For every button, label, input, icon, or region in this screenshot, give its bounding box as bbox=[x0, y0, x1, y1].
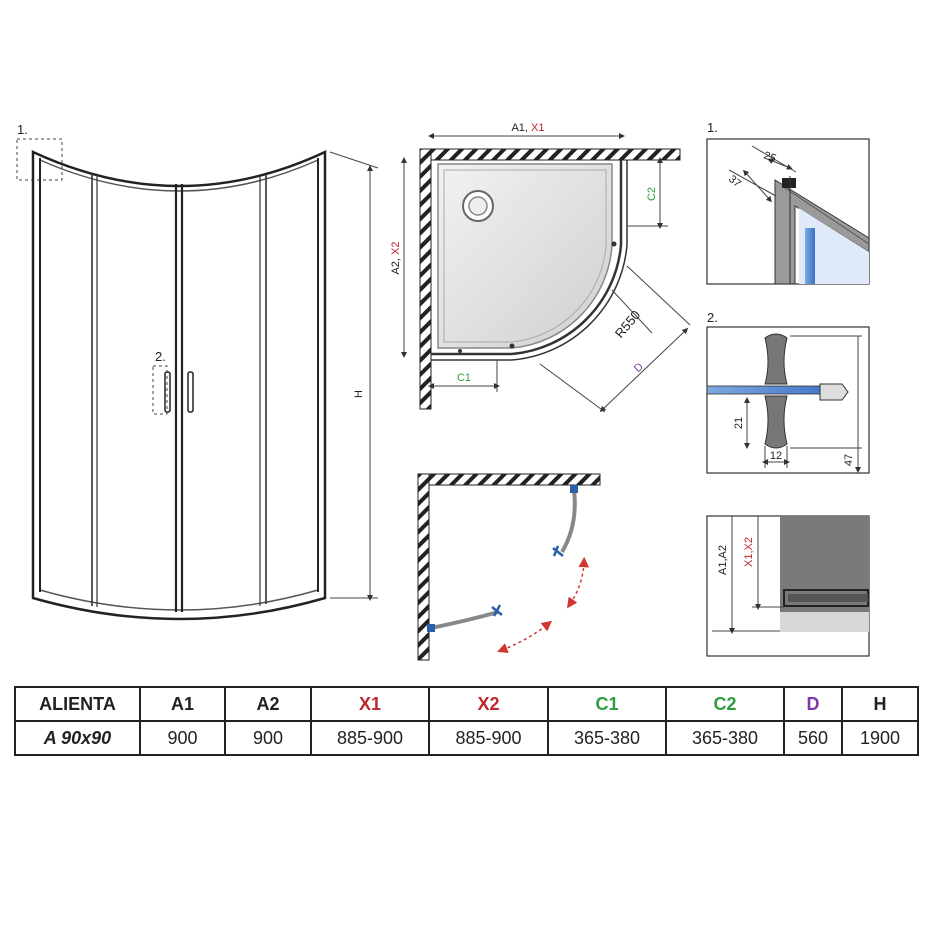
wall-top bbox=[419, 148, 681, 161]
detail-2-dim-c: 47 bbox=[843, 454, 855, 466]
detail-1: 1. 25 37 bbox=[706, 120, 870, 285]
cell-a2: 900 bbox=[224, 720, 312, 756]
cell-x1: 885-900 bbox=[310, 720, 430, 756]
c1-label: C1 bbox=[457, 372, 471, 384]
plan-wall-top bbox=[417, 473, 601, 486]
spec-table: ALIENTA A1 A2 X1 X2 C1 C2 D H A 90x90 90… bbox=[14, 686, 919, 756]
header-c2: C2 bbox=[665, 686, 785, 722]
height-label: H bbox=[353, 390, 365, 398]
plan-wall-left bbox=[417, 473, 430, 661]
technical-drawing: 1. 2. H bbox=[16, 120, 870, 661]
top-width-label: A1, X1 bbox=[511, 122, 544, 134]
header-h: H bbox=[841, 686, 919, 722]
detail-3-a-label: A1,A2 bbox=[717, 545, 729, 575]
header-x1: X1 bbox=[310, 686, 430, 722]
detail-2-dim-a: 21 bbox=[733, 417, 745, 429]
cell-a1: 900 bbox=[139, 720, 226, 756]
front-view: 1. 2. H bbox=[16, 122, 379, 621]
cell-d: 560 bbox=[783, 720, 843, 756]
cell-model: A 90x90 bbox=[14, 720, 141, 756]
table-row: A 90x90 900 900 885-900 885-900 365-380 … bbox=[14, 720, 919, 756]
header-a2: A2 bbox=[224, 686, 312, 722]
header-d: D bbox=[783, 686, 843, 722]
table-header-row: ALIENTA A1 A2 X1 X2 C1 C2 D H bbox=[14, 686, 919, 722]
detail-2-dim-b: 12 bbox=[770, 450, 782, 462]
detail-2-title: 2. bbox=[707, 310, 718, 325]
side-depth-label: A2, X2 bbox=[390, 241, 402, 274]
detail-1-dim-a: 25 bbox=[762, 150, 778, 165]
c2-label: C2 bbox=[646, 187, 658, 201]
detail-3: A1,A2 X1,X2 bbox=[706, 515, 870, 657]
detail-2: 2. 21 12 47 bbox=[706, 310, 870, 474]
detail-2-marker-label: 2. bbox=[155, 349, 166, 364]
opening-plan bbox=[417, 473, 601, 661]
cell-h: 1900 bbox=[841, 720, 919, 756]
detail-3-x-label: X1,X2 bbox=[743, 537, 755, 567]
detail-1-marker-label: 1. bbox=[17, 122, 28, 137]
cell-c2: 365-380 bbox=[665, 720, 785, 756]
cabin-outline bbox=[31, 150, 327, 621]
header-a1: A1 bbox=[139, 686, 226, 722]
diagonal-label: D bbox=[632, 361, 646, 375]
cell-x2: 885-900 bbox=[428, 720, 549, 756]
wall-left bbox=[419, 148, 432, 410]
radius-label: R550 bbox=[612, 307, 643, 340]
header-model: ALIENTA bbox=[14, 686, 141, 722]
header-x2: X2 bbox=[428, 686, 549, 722]
door-handle-right bbox=[187, 371, 194, 413]
top-view: A1, X1 A2, X2 C2 C1 R550 D bbox=[390, 122, 691, 413]
detail-2-marker-box bbox=[152, 365, 168, 415]
cell-c1: 365-380 bbox=[547, 720, 667, 756]
detail-1-title: 1. bbox=[707, 120, 718, 135]
header-c1: C1 bbox=[547, 686, 667, 722]
